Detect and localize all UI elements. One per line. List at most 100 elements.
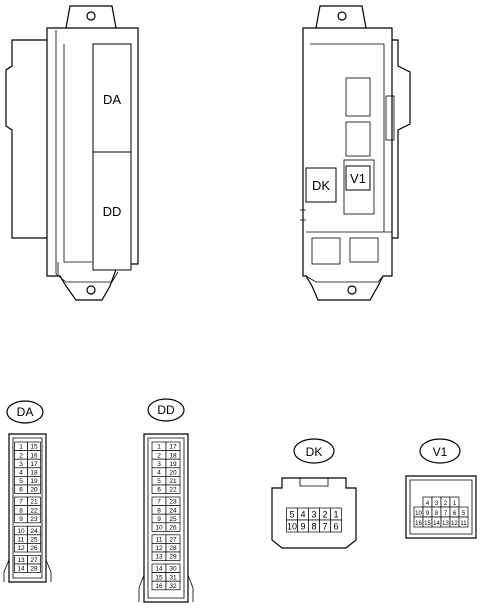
pin-number: 11 [156,537,163,544]
pin-number: 7 [19,499,23,506]
left-bottom-hole [86,285,96,295]
pin-number: 9 [19,516,23,523]
pin-number: 14 [433,521,440,527]
left-inner-line-2 [63,44,92,263]
pin-number: 2 [322,509,327,519]
left-top-tab [65,5,117,29]
pin-number: 15 [424,521,431,527]
pin-number: 5 [19,478,23,485]
pin-number: 18 [30,470,38,477]
pin-number: 17 [169,444,177,451]
pin-number: 11 [460,521,467,527]
pin-number: 21 [169,478,177,485]
right-socket-dk-label: DK [312,178,330,193]
pin-number: 16 [30,452,38,459]
right-relay-slot-1 [345,77,371,117]
connector-da-callout [6,400,44,424]
pin-number: 15 [155,574,163,581]
pin-number: 23 [30,516,38,523]
pin-number: 8 [157,507,161,514]
pin-cell [330,519,342,533]
pin-number: 17 [30,461,38,468]
pin-number: 19 [30,478,38,485]
right-flange-slot [385,95,395,141]
pin-number: 20 [169,470,177,477]
right-bottom-hole [347,285,357,295]
pin-number: 19 [169,461,177,468]
pin-number: 29 [169,554,177,561]
connector-v1-callout-label: V1 [433,445,448,459]
connector-da-callout-label: DA [17,405,34,419]
pin-number: 25 [30,537,38,544]
left-socket-da-label: DA [103,92,121,107]
pin-number: 6 [157,487,161,494]
pin-number: 27 [169,537,177,544]
pin-number: 26 [169,525,177,532]
pin-number: 15 [30,444,38,451]
pin-number: 5 [289,509,294,519]
pin-number: 18 [169,452,177,459]
pin-number: 26 [30,545,38,552]
right-lower-block-2 [349,237,379,263]
pin-cell [165,522,181,532]
left-socket-dd-label: DD [103,204,122,219]
right-inner-top [310,43,385,232]
pin-number: 4 [19,470,23,477]
pin-number: 5 [462,511,466,517]
pin-number: 2 [157,452,161,459]
pin-number: 14 [155,566,163,573]
pin-number: 6 [333,521,338,531]
pin-number: 10 [155,525,163,532]
pin-number: 24 [30,528,38,535]
pin-number: 3 [19,461,23,468]
pin-number: 9 [157,516,161,523]
pin-number: 2 [444,501,448,507]
pin-number: 6 [453,511,457,517]
pin-number: 12 [155,545,163,552]
pin-number: 23 [169,499,177,506]
pin-number: 24 [169,507,177,514]
fuse-block-right: DK V1 [300,5,411,301]
pin-number: 10 [287,521,297,531]
fuse-block-left: DA DD [5,5,139,301]
left-flange [5,39,47,239]
right-bottom-edge [305,275,384,283]
pin-number: 28 [30,566,38,573]
connector-dd-callout-label: DD [157,403,175,417]
right-socket-v1 [345,165,371,191]
pin-number: 8 [311,521,316,531]
connector-v1-callout [419,438,461,464]
pin-number: 27 [30,557,38,564]
connector-dd-housing [143,433,189,603]
right-body-outline [302,27,393,301]
connector-dk-lock [299,478,329,487]
pin-cell [27,513,41,524]
connector-dk-callout-label: DK [306,445,323,459]
connector-dd-latch [138,574,194,602]
pin-number: 7 [157,499,161,506]
pin-number: 1 [453,501,457,507]
left-socket-dd [92,151,132,271]
pin-number: 32 [169,583,177,590]
pin-cell [458,516,469,528]
pin-number: 13 [442,521,449,527]
right-top-tab [315,5,367,29]
pin-number: 31 [169,574,177,581]
pin-number: 4 [300,509,305,519]
pin-number: 14 [17,566,25,573]
right-socket-dk [305,167,337,203]
right-left-notches [300,209,306,221]
right-socket-v1-label: V1 [350,171,366,186]
pin-number: 9 [300,521,305,531]
pin-cell [165,580,181,591]
pin-number: 16 [415,521,422,527]
pin-number: 22 [169,487,177,494]
connector-dd-callout [147,398,185,422]
connector-da-latch [3,559,52,582]
pin-cell [165,551,181,561]
